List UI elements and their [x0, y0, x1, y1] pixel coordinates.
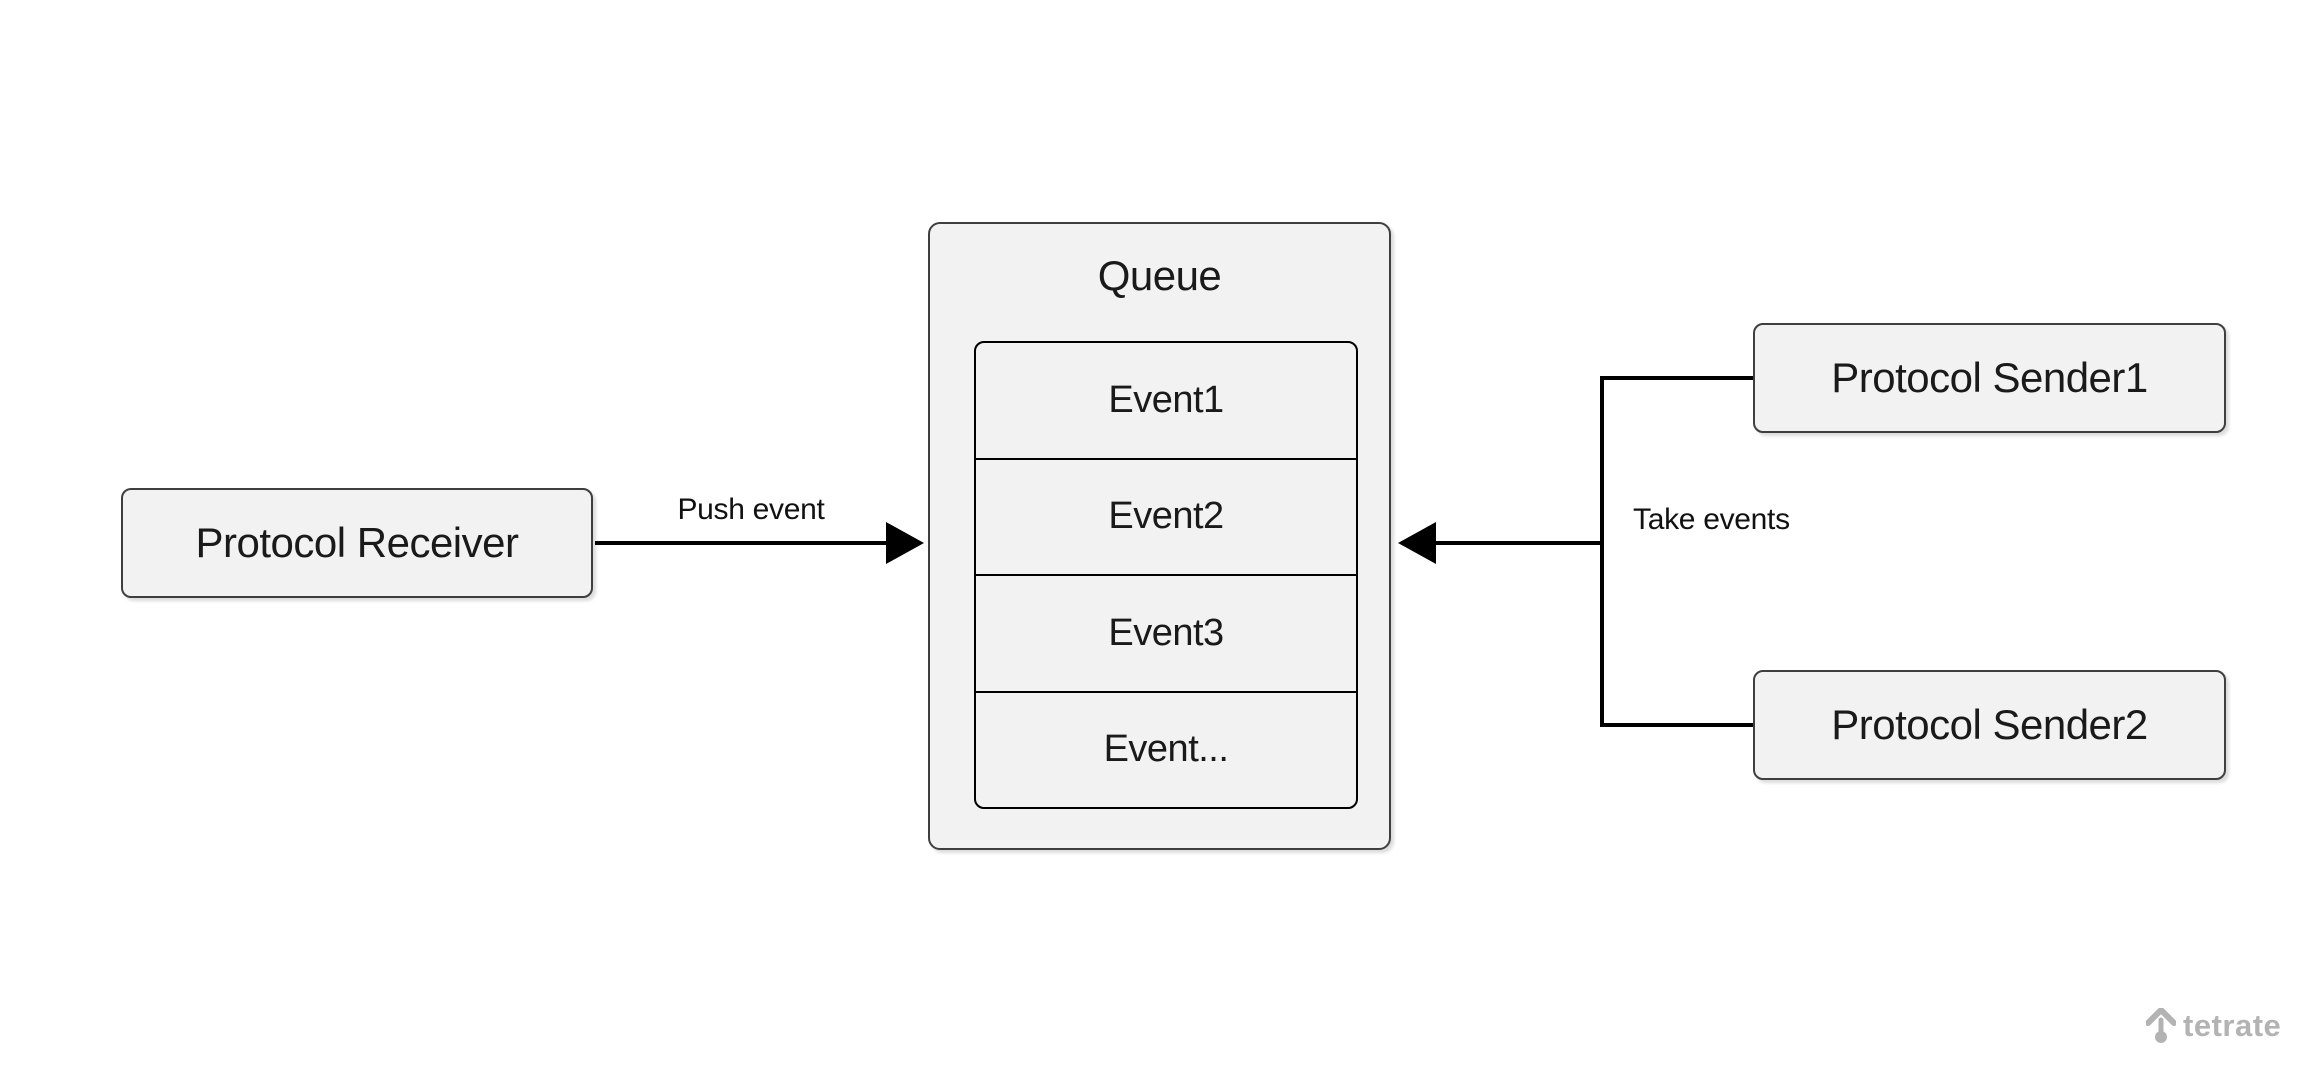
protocol-receiver-label: Protocol Receiver: [195, 519, 519, 566]
push-event-arrow: [595, 522, 924, 564]
queue-container: Queue Event1 Event2 Event3 Event...: [928, 222, 1391, 850]
event-row: Event2: [976, 460, 1356, 576]
tetrate-logo: tetrate: [2146, 1008, 2281, 1044]
arrowhead-left-icon: [1398, 522, 1436, 564]
event-stack: Event1 Event2 Event3 Event...: [974, 341, 1358, 809]
take-events-arrow: [1398, 522, 1602, 564]
sender-bracket-connector: [1600, 376, 1753, 727]
tetrate-logo-text: tetrate: [2183, 1008, 2282, 1043]
tetrate-logo-icon: [2146, 1008, 2176, 1043]
push-event-label: Push event: [677, 493, 825, 526]
queue-title: Queue: [1097, 252, 1222, 299]
event-row: Event3: [976, 576, 1356, 693]
event-row: Event...: [1103, 728, 1229, 771]
protocol-sender2-node: Protocol Sender2: [1753, 670, 2226, 780]
protocol-sender2-label: Protocol Sender2: [1831, 701, 2148, 748]
event-row: Event1: [976, 343, 1356, 460]
protocol-sender1-node: Protocol Sender1: [1753, 323, 2226, 433]
protocol-sender1-label: Protocol Sender1: [1831, 354, 2148, 401]
protocol-receiver-node: Protocol Receiver: [121, 488, 593, 598]
arrowhead-right-icon: [886, 522, 924, 564]
take-events-label: Take events: [1633, 503, 1790, 536]
